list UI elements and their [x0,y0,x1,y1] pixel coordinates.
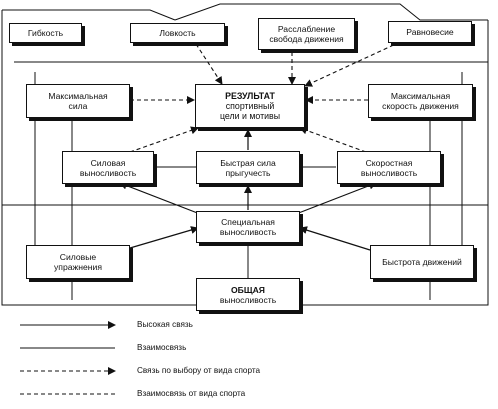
top-bracket-left [2,9,176,21]
box-max-speed: Максимальная скорость движения [368,84,473,118]
box-general-endurance-line1: ОБЩАЯ [230,284,265,295]
arrow-spe-to-result [299,126,367,153]
legend-label-solid-arrow: Высокая связь [137,320,193,329]
legend-label-solid: Взаимосвязь [137,343,187,352]
arrow-speed-to-special [299,226,371,251]
top-bracket-mid [174,3,488,21]
box-strength-endurance: Силовая выносливость [62,151,154,184]
box-flexibility-text: Гибкость [27,28,64,38]
legend-label-dashed: Взаимосвязь от вида спорта [137,389,246,398]
box-special-endurance-line2: выносливость [219,227,277,237]
box-balance-text: Равновесие [406,27,454,37]
box-strength-endurance-line2: выносливость [79,167,137,178]
box-result-line3: цели и мотивы [219,111,281,121]
box-result-line1: РЕЗУЛЬТАТ [225,91,275,101]
box-flexibility: Гибкость [9,23,82,43]
box-special-endurance-line1: Специальная [221,217,275,227]
box-relaxation: Расслабление свобода движения [258,18,355,50]
box-agility-text: Ловкость [159,28,196,38]
box-general-endurance-line2: выносливость [219,294,277,305]
box-strength-exercises-line1: Силовые [59,252,97,262]
box-movement-speed: Быстрота движений [370,245,474,279]
arrow-se-to-result [129,126,199,153]
box-speed-endurance-line1: Скоростная [365,157,413,168]
arrow-special-to-se [119,181,201,215]
arrow-balance-to-result [304,41,401,87]
box-result: РЕЗУЛЬТАТ спортивный цели и мотивы [195,84,305,128]
box-explosive-strength: Быстрая сила прыгучесть [196,151,300,184]
box-general-endurance: ОБЩАЯ выносливость [196,278,300,311]
box-movement-speed-text: Быстрота движений [382,257,462,267]
box-strength-endurance-line1: Силовая [90,157,126,168]
box-max-strength-line2: сила [68,101,88,111]
box-speed-endurance: Скоростная выносливость [337,151,441,184]
box-special-endurance: Специальная выносливость [196,211,300,243]
box-max-speed-line1: Максимальная [390,91,451,101]
box-agility: Ловкость [130,23,225,43]
box-relaxation-line1: Расслабление [277,24,336,34]
box-speed-endurance-line2: выносливость [360,167,418,178]
box-balance: Равновесие [388,21,472,43]
arrow-strength-ex-to-special [129,226,199,249]
box-max-strength: Максимальная сила [26,84,130,118]
box-explosive-strength-line2: прыгучесть [225,167,271,178]
arrow-agility-to-result [195,43,223,85]
box-max-strength-line1: Максимальная [48,91,108,101]
box-relaxation-line2: свобода движения [269,34,344,44]
box-explosive-strength-line1: Быстрая сила [220,157,276,168]
box-result-line2: спортивный [225,101,275,111]
legend-label-dashed-arrow: Связь по выбору от вида спорта [137,366,261,375]
arrow-special-to-spe [295,181,377,215]
box-max-speed-line2: скорость движения [382,101,459,111]
box-strength-exercises: Силовые упражнения [26,245,130,279]
box-strength-exercises-line2: упражнения [54,262,102,272]
